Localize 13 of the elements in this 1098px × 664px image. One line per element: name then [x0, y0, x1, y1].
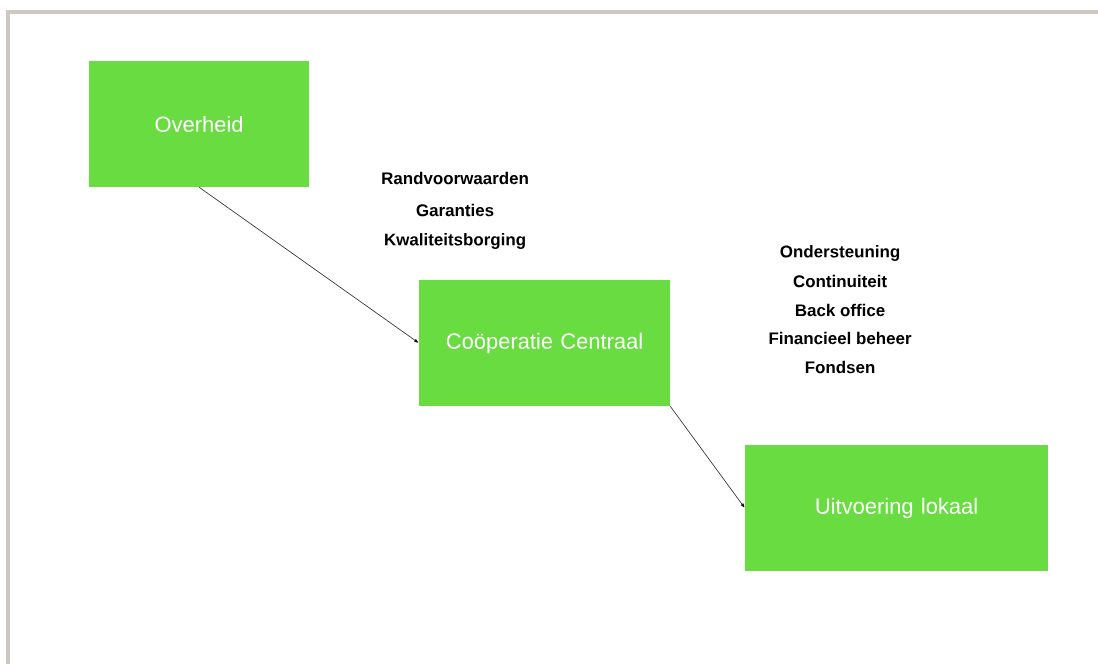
- arrow: [669, 405, 745, 508]
- process-box: Uitvoering lokaal: [745, 445, 1048, 571]
- label-text: Kwaliteitsborging: [385, 233, 525, 249]
- process-box: Overheid: [89, 61, 309, 187]
- arrow: [198, 186, 419, 343]
- label-text: Back office: [795, 303, 885, 317]
- label-text: Randvoorwaarden: [382, 171, 528, 185]
- process-box: Coöperatie Centraal: [419, 280, 670, 406]
- label-text: Financieel beheer: [769, 331, 912, 345]
- label-text: Garanties: [416, 203, 494, 217]
- label-text: Continuiteit: [793, 274, 887, 288]
- label-text: Ondersteuning: [780, 245, 900, 261]
- label-text: Fondsen: [805, 360, 875, 374]
